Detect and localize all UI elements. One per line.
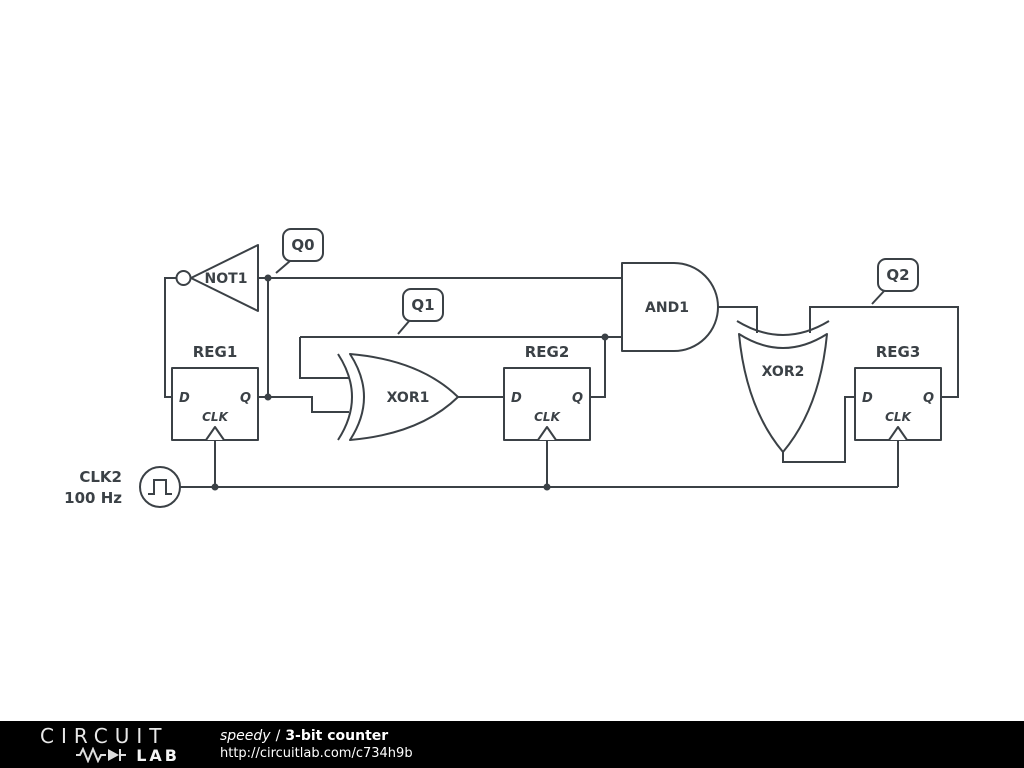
circuit-url[interactable]: http://circuitlab.com/c734h9b [220,745,413,761]
junction-dot [601,333,609,341]
wire-not1-to-reg1-d [164,277,177,398]
junction-dot [543,483,551,491]
reg3-q-pin-label: Q [923,391,934,406]
clock-source-body [139,466,181,508]
junction-dots [211,274,609,491]
wire-reg3-q-to-xor2 [809,306,959,398]
reg3-d-pin-label: D [862,391,873,406]
junction-dot [211,483,219,491]
probe-pointer [275,260,291,274]
xor1-gate: XOR1 [337,353,459,441]
circuit-canvas: NOT1 AND1 XOR1 XOR2 REG1 D Q CLK [64,228,959,508]
not1-inverter: NOT1 [175,244,259,312]
not1-label: NOT1 [205,271,248,287]
q2-label: Q2 [886,266,909,284]
q0-label: Q0 [291,236,314,254]
reg2-dflipflop: REG2 D Q CLK [503,343,591,441]
not-gate-triangle [190,244,259,312]
not-gate-bubble [175,270,192,286]
reg1-q-pin-label: Q [240,391,251,406]
circuit-meta: speedy/3-bit counter http://circuitlab.c… [220,727,413,761]
wires [164,277,959,488]
xor-gate-input-arc [337,353,353,441]
and1-label: AND1 [645,300,689,316]
footer-bar: CIRCUIT LAB speedy/3-bit counter http://… [0,721,1024,768]
circuit-name: 3-bit counter [285,727,389,744]
wire-xor2-out-to-reg3-d [782,396,855,463]
author-name: speedy [220,727,271,744]
resistor-diode-icon [76,747,127,763]
clk2-frequency-label: 100 Hz [64,489,122,507]
junction-dot [264,393,272,401]
reg1-clk-pin-label: CLK [202,410,229,424]
clk2-source: CLK2 100 Hz [64,466,181,508]
logo-circuit-text: CIRCUIT [40,723,169,748]
reg2-q-pin-label: Q [572,391,583,406]
xor1-label: XOR1 [387,390,430,406]
logo-bottom-row: LAB [40,747,180,764]
xor2-gate: XOR2 [736,320,830,453]
probe-q2: Q2 [871,258,919,305]
xor-gate-body [738,333,828,453]
circuitlab-logo: CIRCUIT LAB [40,723,180,764]
wire-reg2-q-to-q1 [590,337,606,398]
xor-gate-input-arc [736,320,830,336]
logo-lab-text: LAB [136,745,180,765]
wire-q1-to-xor1 [299,337,349,379]
probe-balloon [402,288,444,322]
probe-q0: Q0 [275,228,324,274]
title-separator: / [275,727,281,744]
reg3-name: REG3 [876,343,921,361]
clock-edge-marker [205,426,225,441]
probe-pointer [397,319,411,335]
square-wave-icon [148,479,172,495]
probe-q1: Q1 [397,288,444,335]
reg1-d-pin-label: D [179,391,190,406]
q1-label: Q1 [411,296,434,314]
reg2-d-pin-label: D [511,391,522,406]
clock-edge-marker [537,426,557,441]
junction-dot [264,274,272,282]
reg1-dflipflop: REG1 D Q CLK [171,343,259,441]
clk2-name-label: CLK2 [79,468,122,486]
probe-balloon [877,258,919,292]
circuit-title-line: speedy/3-bit counter [220,727,413,744]
xor-gate-body [349,353,459,441]
wire-q0-to-xor1 [268,396,349,413]
probe-pointer [871,289,886,305]
probe-balloon [282,228,324,262]
clock-edge-marker [888,426,908,441]
and1-gate: AND1 [621,262,719,352]
reg3-clk-pin-label: CLK [885,410,912,424]
reg1-name: REG1 [193,343,238,361]
reg2-name: REG2 [525,343,570,361]
xor2-label: XOR2 [762,364,805,380]
and-gate-body [621,262,719,352]
wire-and1-out-to-xor2 [718,306,758,333]
reg2-clk-pin-label: CLK [534,410,561,424]
reg3-dflipflop: REG3 D Q CLK [854,343,942,441]
